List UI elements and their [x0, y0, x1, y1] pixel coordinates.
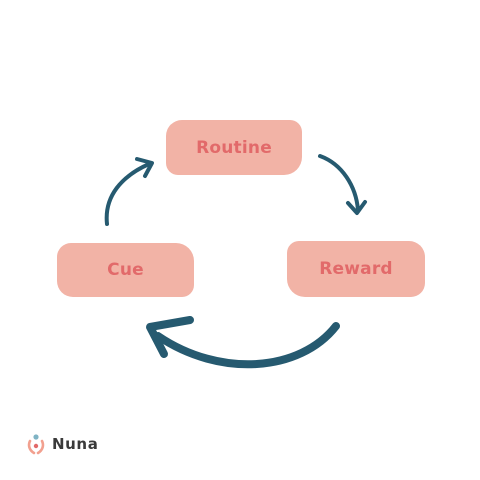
arrowhead-routine-to-reward [346, 200, 367, 215]
nuna-logo-icon [27, 434, 45, 455]
arrowhead-reward-to-cue [146, 316, 194, 358]
node-routine: Routine [166, 120, 302, 175]
arrow-reward-to-cue [154, 322, 340, 369]
node-cue: Cue [57, 243, 194, 297]
arrow-cue-to-routine [104, 162, 151, 226]
arrowhead-cue-to-routine [135, 157, 154, 178]
node-cue-label: Cue [107, 260, 144, 280]
node-routine-label: Routine [196, 137, 272, 158]
brand-logo: Nuna [26, 433, 98, 455]
node-reward: Reward [287, 241, 425, 297]
node-reward-label: Reward [319, 259, 393, 279]
arrow-routine-to-reward [318, 154, 360, 212]
brand-name: Nuna [52, 435, 99, 453]
